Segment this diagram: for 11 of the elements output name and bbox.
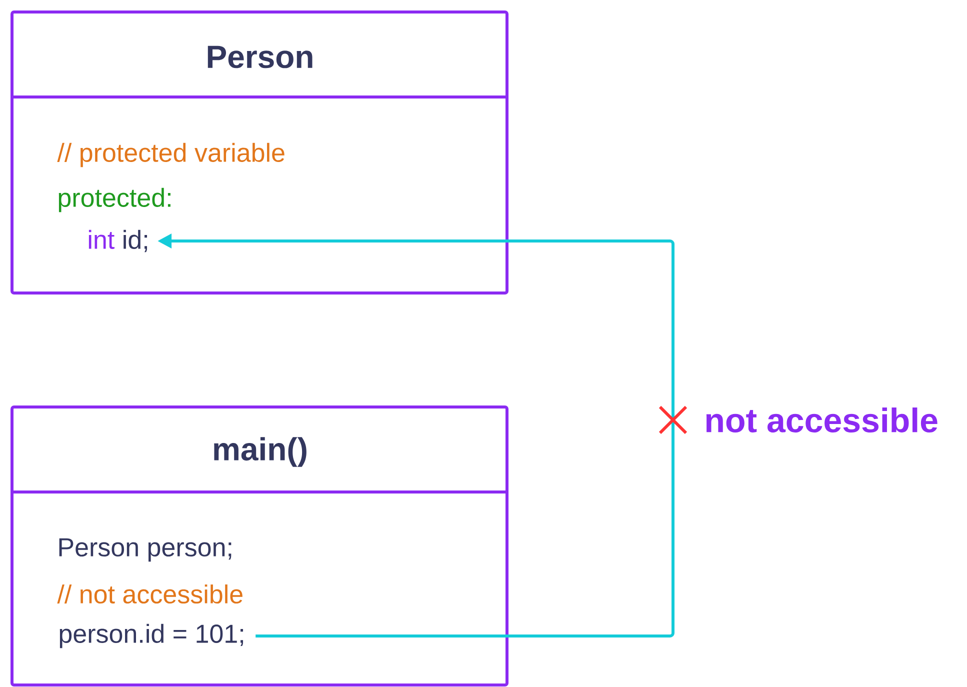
code-line: person.id = 101; [60,624,244,648]
code-line: int id; [88,230,147,252]
code-line: // not accessible [57,584,242,604]
class-box [10,10,508,294]
class-name: main() [214,437,306,467]
class-name: Person [208,46,312,68]
edge-label: not accessible [706,408,938,432]
code-line: protected: [58,188,170,212]
code-line: // protected variable [57,142,284,168]
code-line: Person person; [59,538,232,562]
class-box [10,406,508,686]
